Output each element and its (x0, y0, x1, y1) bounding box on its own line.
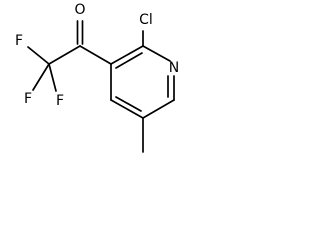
atom-label-oxygen: O (74, 2, 85, 18)
bond-ring-c2-n (142, 45, 171, 62)
chemical-structure: O Cl N F F F (15, 2, 179, 153)
atom-label-chlorine: Cl (139, 12, 153, 28)
bond-cf3-f-bottom-left (32, 63, 50, 91)
atom-label-fluorine-left: F (15, 33, 23, 49)
carbonyl-double-bond (76, 20, 84, 45)
bond-cf3-f-bottom-right (48, 63, 57, 92)
atom-label-fluorine-bottom-left: F (24, 91, 32, 107)
bond-cf3-f-left (27, 46, 50, 65)
atom-label-fluorine-bottom-right: F (56, 93, 64, 109)
atom-label-nitrogen: N (169, 60, 179, 76)
bond-ring-c2-c3-inner (115, 52, 143, 69)
bond-ring-c3-c2 (110, 45, 144, 65)
bond-ring-c6-c5 (142, 99, 175, 119)
bond-ring-c5-c4 (110, 99, 144, 119)
bond-carbonyl-ring (79, 45, 112, 65)
bond-ring-c5-c4-inner (115, 96, 142, 112)
bond-carbonyl-cf3 (48, 45, 81, 65)
